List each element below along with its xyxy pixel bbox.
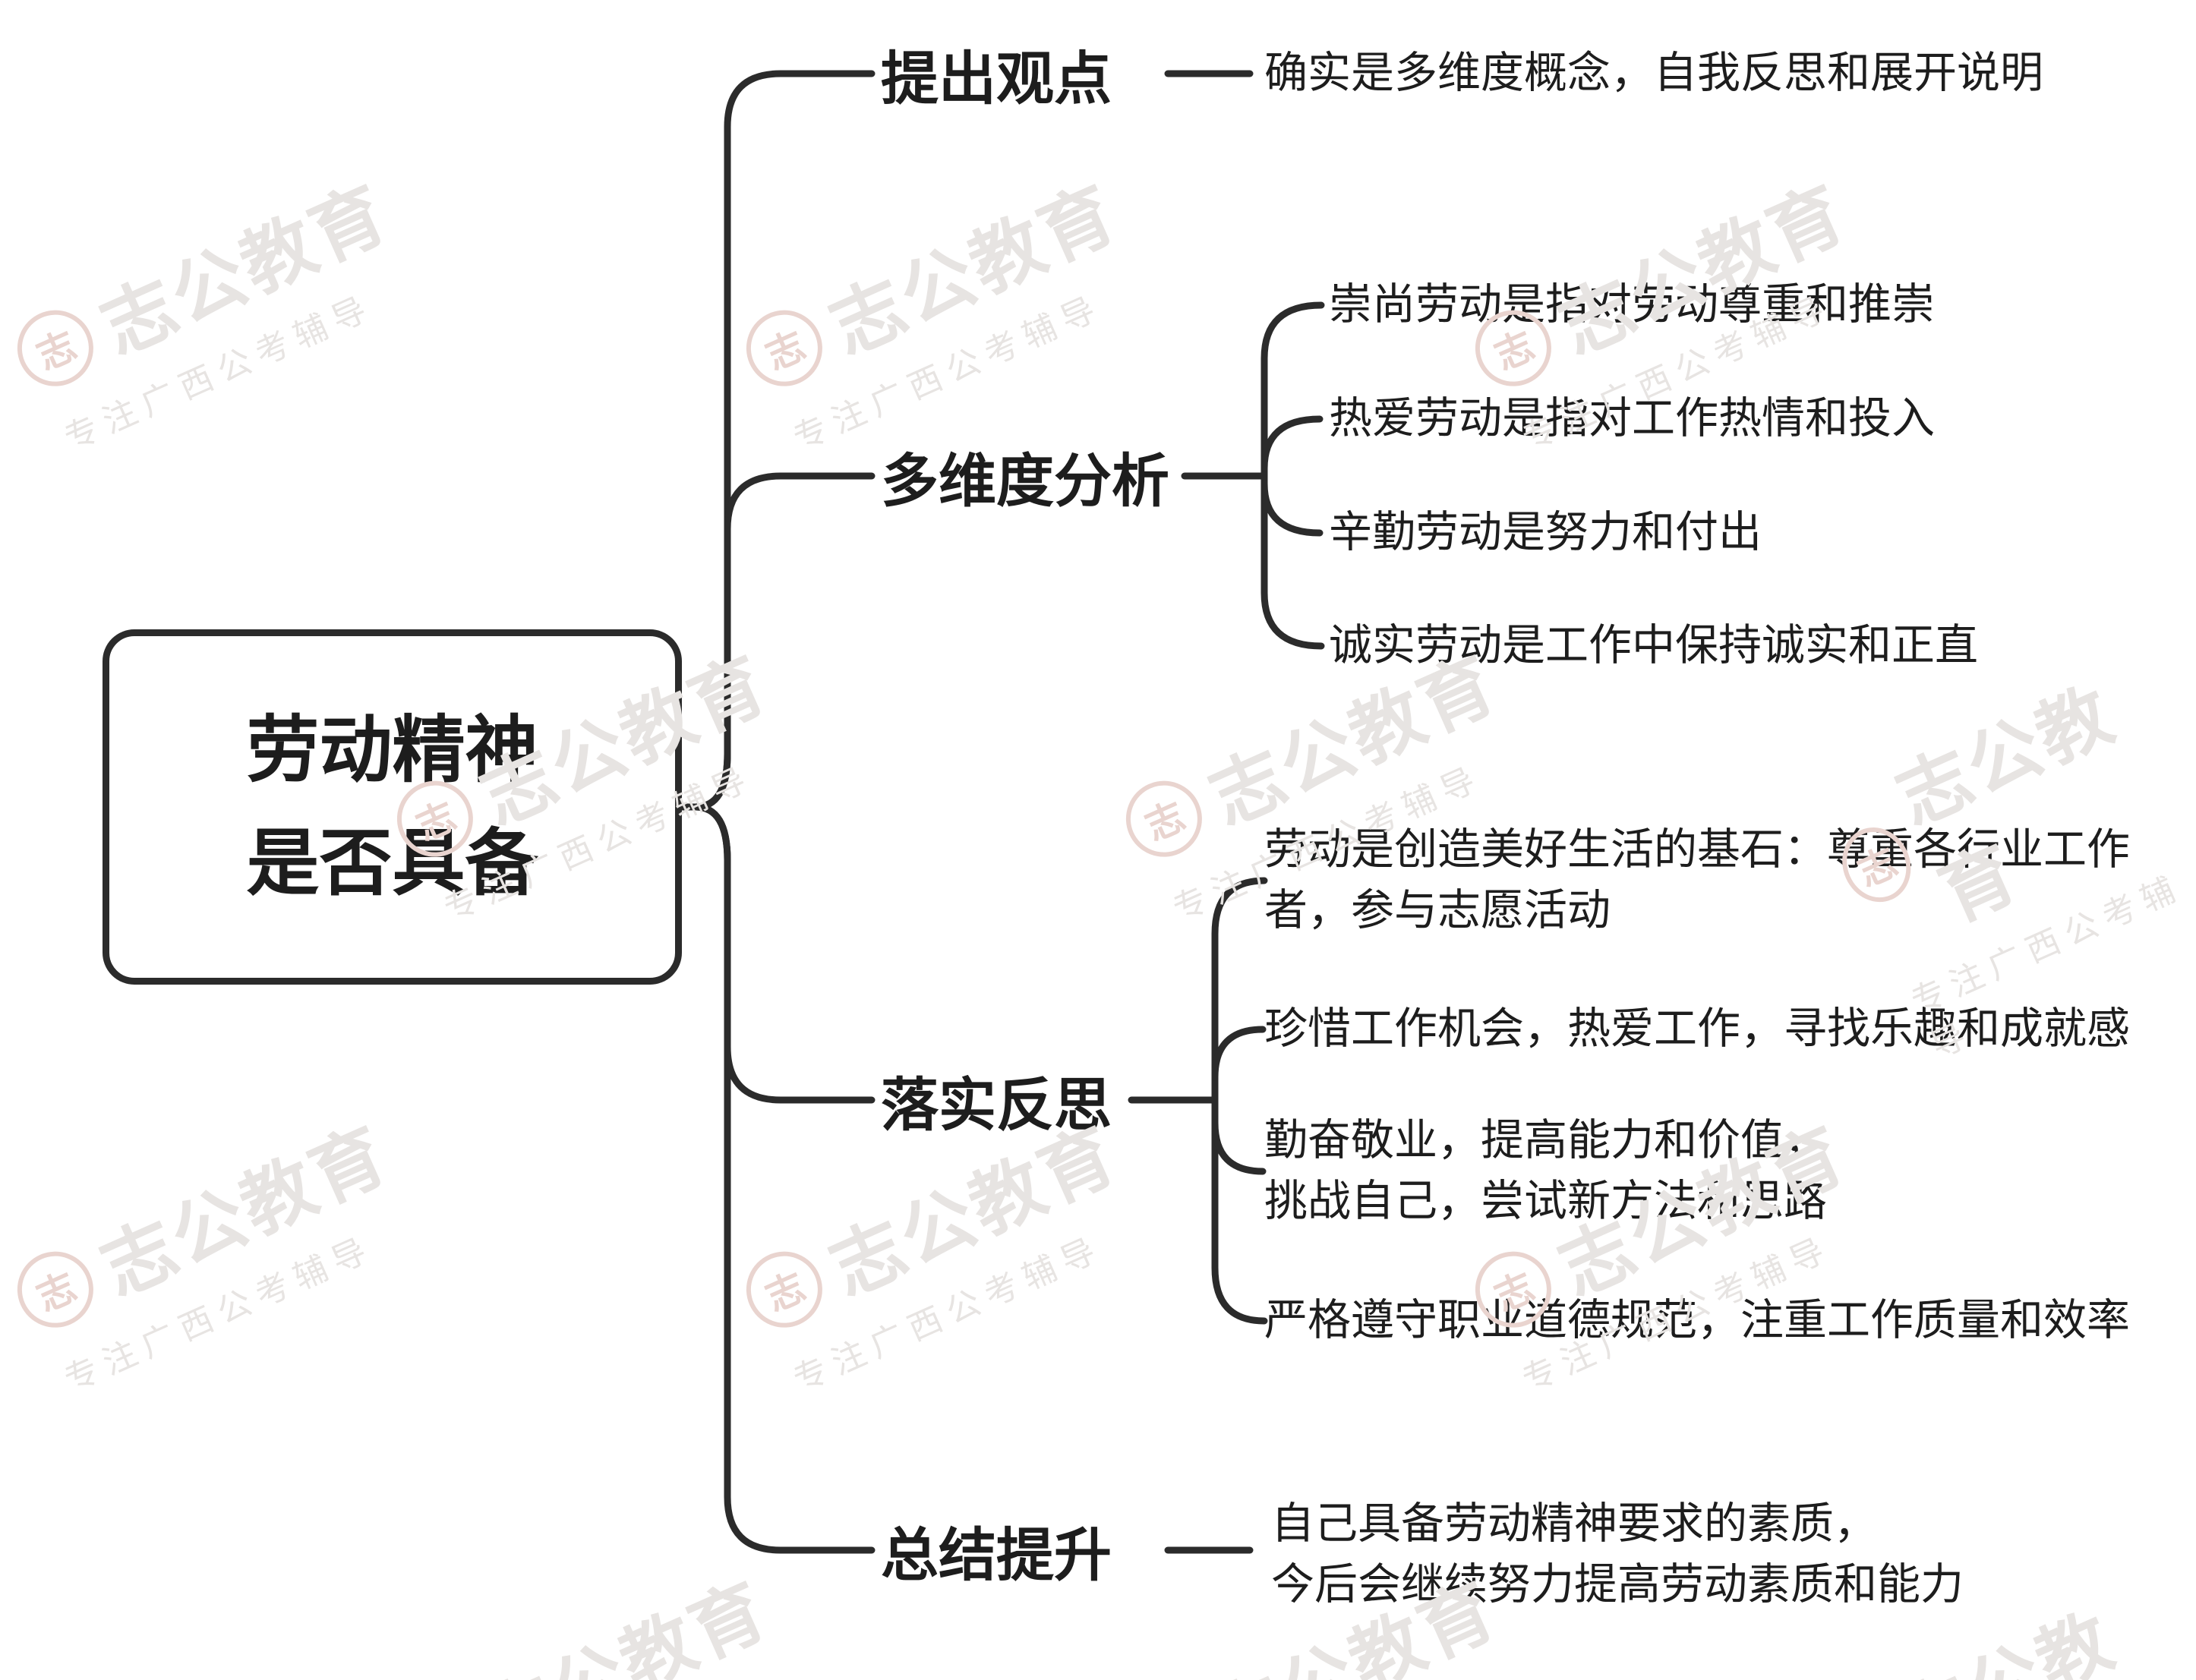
- watermark-tagline-text: 专注广西公考辅导: [58, 1228, 380, 1400]
- watermark-seal-icon: 志: [5, 298, 106, 399]
- watermark-seal-icon: 志: [5, 1239, 106, 1340]
- watermark-tagline-text: 专注广西公考辅导: [1164, 1656, 1535, 1680]
- branch-2-child-4: 诚实劳动是工作中保持诚实和正直: [1329, 620, 1978, 671]
- branch-4-child-1: 自己具备劳动精神要求的素质， 今后会继续努力提高劳动素质和能力: [1271, 1499, 1964, 1609]
- connector-root-branch-1: [678, 70, 876, 811]
- branch-3-child-3: 勤奋敬业，提高能力和价值， 挑战自己，尝试新方法和思路: [1264, 1115, 1827, 1226]
- branch-4-label: 总结提升: [881, 1521, 1112, 1589]
- watermark: 志志公教育专注广西公考辅导: [0, 155, 426, 465]
- branch-2-child-1: 崇尚劳动是指对劳动尊重和推崇: [1329, 279, 1935, 330]
- watermark-seal-icon: 志: [734, 298, 835, 399]
- root-node: 劳动精神 是否具备: [103, 629, 682, 985]
- watermark-tagline-text: 专注广西公考辅导: [58, 287, 380, 459]
- watermark-brand-text: 志公教育: [469, 1566, 781, 1680]
- branch-3-child-1: 劳动是创造美好生活的基石：尊重各行业工作 者，参与志愿活动: [1264, 824, 2130, 935]
- watermark-brand-text: 志公教育: [89, 169, 402, 371]
- connector-branch3-child3: [1211, 1119, 1267, 1175]
- watermark-tagline-text: 专注广西公考辅导: [787, 1228, 1109, 1400]
- watermark: 志志公教育专注广西公考辅导: [728, 155, 1155, 465]
- branch-2-child-2: 热爱劳动是指对工作热情和投入: [1329, 393, 1935, 444]
- connector-root-branch-2: [678, 472, 876, 811]
- branch-3-child-2: 珍惜工作机会，热爱工作，寻找乐趣和成就感: [1264, 1004, 2130, 1054]
- watermark: 志志公教育专注广西公考辅导: [728, 1096, 1155, 1406]
- watermark-seal-icon: 志: [1113, 768, 1214, 869]
- branch-3-label: 落实反思: [881, 1071, 1112, 1139]
- branch-2-label: 多维度分析: [881, 447, 1169, 515]
- connector-branch2-child3: [1260, 480, 1324, 537]
- watermark-tagline-text: 专注广西公考辅导: [435, 1656, 806, 1680]
- watermark-brand-text: 志公教育: [818, 169, 1131, 371]
- connector-branch2-child2: [1260, 415, 1324, 472]
- root-node-title: 劳动精神 是否具备: [246, 708, 538, 906]
- watermark-tagline-text: 专注广西公考辅导: [787, 287, 1109, 459]
- watermark-brand-text: 志公教育: [89, 1111, 402, 1313]
- watermark: 志志公教育专注广西公考辅导: [0, 1096, 426, 1406]
- watermark-seal-icon: 志: [734, 1239, 835, 1340]
- connector-root-branch-3: [678, 803, 876, 1104]
- branch-1-child-1: 确实是多维度概念，自我反思和展开说明: [1264, 48, 2043, 99]
- connector-branch2-brace: [1260, 301, 1325, 650]
- connector-root-branch-4: [678, 803, 876, 1554]
- branch-3-child-4: 严格遵守职业道德规范，注重工作质量和效率: [1264, 1295, 2130, 1346]
- watermark-brand-text: 志公教育: [1547, 169, 1860, 371]
- connector-branch3-child2: [1211, 1026, 1267, 1081]
- branch-1-label: 提出观点: [881, 45, 1112, 112]
- connector-branch3-brace: [1211, 877, 1268, 1325]
- branch-2-child-3: 辛勤劳动是努力和付出: [1329, 507, 1762, 558]
